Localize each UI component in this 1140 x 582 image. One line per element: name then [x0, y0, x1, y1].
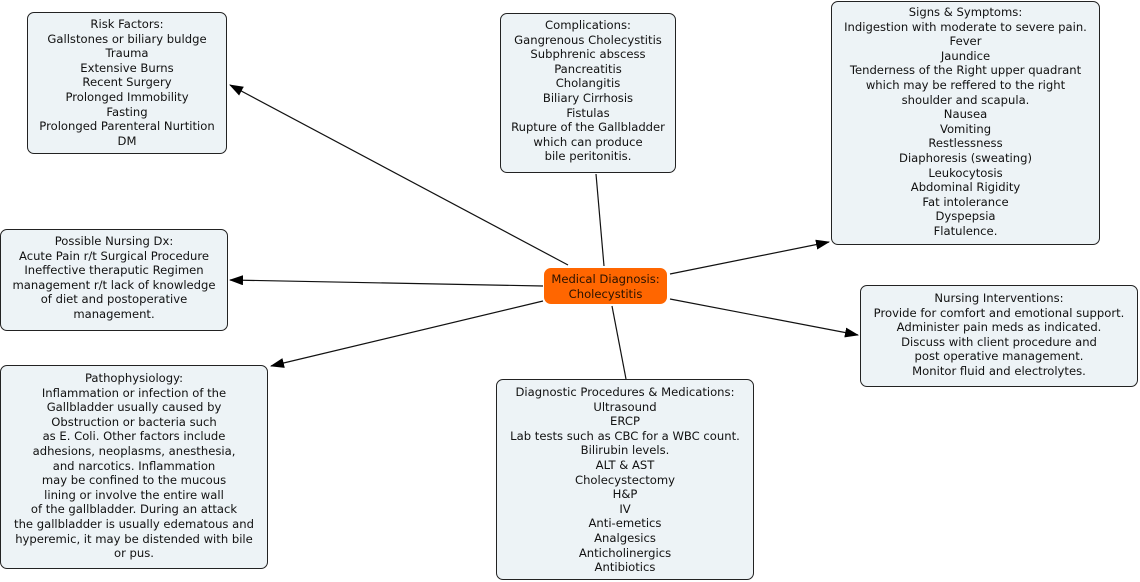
node-title: Risk Factors: — [90, 17, 164, 31]
node-line: lining or involve the entire wall — [44, 487, 224, 502]
node-line: Vomiting — [939, 121, 992, 136]
node-line: Restlessness — [928, 136, 1003, 151]
node-line: Monitor fluid and electrolytes. — [912, 363, 1086, 378]
node-line: Fat intolerance — [922, 194, 1009, 209]
node-line: Prolonged Immobility — [65, 89, 189, 104]
node-title: Nursing Interventions: — [934, 291, 1064, 305]
node-line: which may be reffered to the right — [865, 77, 1066, 92]
node-line: IV — [619, 501, 631, 516]
node-line: Acute Pain r/t Surgical Procedure — [18, 248, 210, 263]
link-signs — [669, 239, 830, 275]
node-line: Subphrenic abscess — [530, 47, 646, 62]
link-interventions — [669, 298, 859, 338]
node-line: adhesions, neoplasms, anesthesia, — [32, 443, 236, 458]
node-line: Gallbladder usually caused by — [46, 400, 222, 415]
node-line: management. — [73, 306, 155, 321]
node-line: Recent Surgery — [82, 75, 172, 90]
node-line: Pancreatitis — [554, 61, 622, 76]
node-line: Anticholinergics — [578, 545, 672, 560]
node-line: Jaundice — [940, 48, 991, 63]
node-line: Trauma — [105, 46, 149, 61]
node-line: Anti-emetics — [588, 516, 662, 531]
node-line: and narcotics. Inflammation — [52, 458, 216, 473]
node-line: Cholangitis — [555, 76, 621, 91]
node-line: as E. Coli. Other factors include — [42, 429, 226, 444]
node-line: Discuss with client procedure and — [901, 334, 1097, 349]
node-line: Fasting — [106, 104, 148, 119]
link-patho — [270, 300, 544, 368]
node-line: ERCP — [610, 414, 640, 429]
signs-symptoms-node[interactable]: Signs & Symptoms: Indigestion with moder… — [831, 1, 1100, 245]
node-line: bile peritonitis. — [544, 149, 632, 164]
node-line: ALT & AST — [595, 457, 655, 472]
node-line: of diet and postoperative — [40, 292, 188, 307]
node-line: Gallstones or biliary buldge — [47, 31, 207, 46]
node-line: Prolonged Parenteral Nurtition — [39, 119, 215, 134]
node-line: Obstruction or bacteria such — [51, 414, 217, 429]
node-line: Fever — [949, 34, 982, 49]
center-subtitle: Cholecystitis — [568, 286, 643, 301]
node-line: Inflammation or infection of the — [41, 385, 227, 400]
node-line: which can produce — [533, 134, 643, 149]
node-line: Abdominal Rigidity — [910, 180, 1021, 195]
node-line: Ultrasound — [593, 399, 657, 414]
node-line: Fistulas — [566, 105, 610, 120]
node-line: management r/t lack of knowledge — [12, 277, 216, 292]
node-line: Indigestion with moderate to severe pain… — [844, 19, 1087, 34]
link-complications — [595, 173, 605, 267]
nursing-dx-node[interactable]: Possible Nursing Dx: Acute Pain r/t Surg… — [0, 229, 228, 331]
node-line: Administer pain meds as indicated. — [896, 320, 1102, 335]
node-line: Rupture of the Gallbladder — [511, 120, 665, 135]
node-title: Complications: — [545, 18, 631, 32]
node-line: of the gallbladder. During an attack — [30, 502, 238, 517]
medical-diagnosis-node[interactable]: Medical Diagnosis: Cholecystitis — [544, 268, 667, 304]
center-title: Medical Diagnosis: — [551, 272, 660, 286]
node-title: Signs & Symptoms: — [908, 5, 1023, 19]
node-line: Lab tests such as CBC for a WBC count. — [510, 428, 740, 443]
diagnostic-procedures-node[interactable]: Diagnostic Procedures & Medications: Ult… — [496, 379, 754, 580]
node-line: Extensive Burns — [80, 60, 174, 75]
node-line: Flatulence. — [933, 223, 998, 238]
node-title: Diagnostic Procedures & Medications: — [515, 385, 735, 399]
node-title: Possible Nursing Dx: — [54, 234, 174, 248]
node-title: Pathophysiology: — [84, 371, 184, 385]
node-line: may be confined to the mucous — [41, 473, 227, 488]
link-nursing-dx — [229, 275, 544, 287]
nursing-interventions-node[interactable]: Nursing Interventions: Provide for comfo… — [860, 285, 1138, 387]
pathophysiology-node[interactable]: Pathophysiology: Inflammation or infecti… — [0, 365, 268, 569]
node-line: Nausea — [943, 107, 988, 122]
node-line: Diaphoresis (sweating) — [899, 150, 1032, 165]
node-line: Gangrenous Cholecystitis — [514, 32, 662, 47]
node-line: post operative management. — [914, 349, 1084, 364]
node-line: Bilirubin levels. — [580, 443, 670, 458]
node-line: Leukocytosis — [928, 165, 1003, 180]
node-line: or pus. — [114, 546, 154, 561]
risk-factors-node[interactable]: Risk Factors: Gallstones or biliary buld… — [27, 12, 227, 154]
node-line: the gallbladder is usually edematous and — [14, 516, 254, 531]
node-line: DM — [117, 133, 137, 148]
link-risk — [229, 84, 569, 266]
node-line: H&P — [612, 487, 638, 502]
link-diagnostic — [611, 305, 627, 380]
node-line: Tenderness of the Right upper quadrant — [849, 63, 1082, 78]
node-line: Ineffective theraputic Regimen — [24, 263, 204, 278]
node-line: shoulder and scapula. — [901, 92, 1030, 107]
node-line: Dyspepsia — [935, 209, 996, 224]
node-line: Cholecystectomy — [574, 472, 675, 487]
node-line: Antibiotics — [594, 560, 656, 575]
node-line: Provide for comfort and emotional suppor… — [873, 305, 1125, 320]
node-line: Biliary Cirrhosis — [542, 90, 634, 105]
node-line: hyperemic, it may be distended with bile — [15, 531, 253, 546]
node-line: Analgesics — [594, 530, 656, 545]
